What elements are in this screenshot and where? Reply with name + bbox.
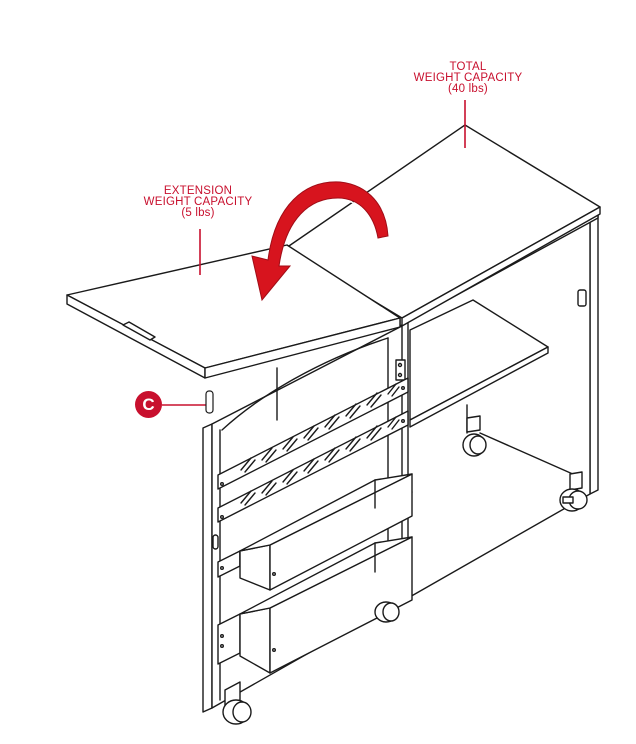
storage-bin-upper <box>217 473 413 591</box>
storage-bin-lower <box>217 536 413 674</box>
total-label-line2: WEIGHT CAPACITY <box>413 72 523 84</box>
spool-rack-lower <box>217 410 409 523</box>
hinge-pin <box>205 390 214 414</box>
caster-front-right <box>559 471 588 512</box>
callout-c-badge: C <box>135 391 162 418</box>
caster-front-left <box>222 699 252 725</box>
spool-rack-upper <box>217 377 409 490</box>
extension-leaf <box>66 244 401 379</box>
total-label-line1: TOTAL <box>449 61 487 73</box>
leaf-handle <box>122 321 156 341</box>
door-finger-pull <box>212 534 219 550</box>
caster-front-middle <box>374 601 400 623</box>
annotations <box>162 100 466 414</box>
extension-label-line1: EXTENSION <box>163 185 233 197</box>
total-weight-capacity-label: TOTAL WEIGHT CAPACITY (40 lbs) <box>398 61 538 95</box>
extension-label-line3: (5 lbs) <box>181 207 215 219</box>
extension-weight-capacity-label: EXTENSION WEIGHT CAPACITY (5 lbs) <box>128 185 268 219</box>
door-hinge-upper <box>395 359 406 381</box>
extension-label-line2: WEIGHT CAPACITY <box>143 196 253 208</box>
fold-arrow-icon <box>251 181 389 302</box>
caster-back <box>462 415 487 457</box>
storage-door <box>202 325 413 725</box>
total-label-line3: (40 lbs) <box>448 83 488 95</box>
magnet-catch <box>577 289 587 307</box>
